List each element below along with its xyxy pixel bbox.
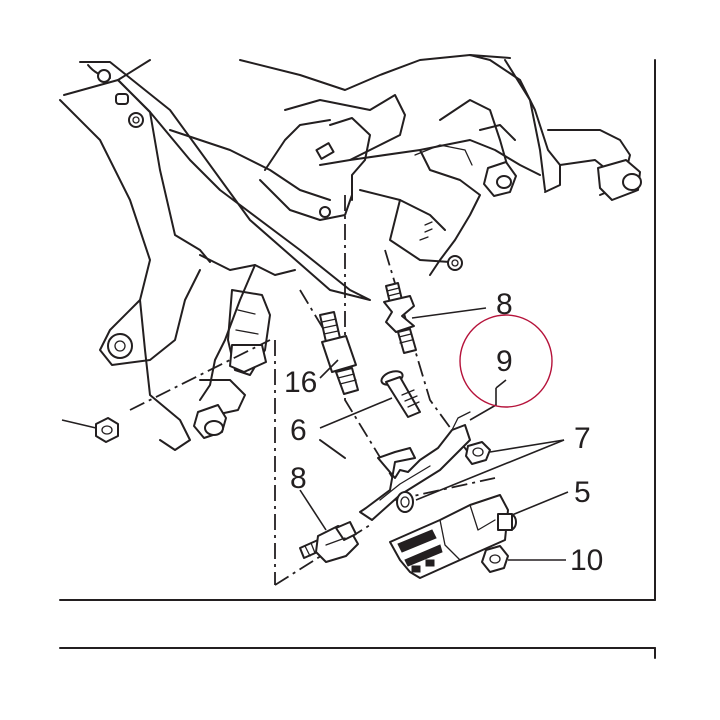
part-16-stud xyxy=(319,311,359,395)
callout-10: 10 xyxy=(570,544,603,577)
part-7-washer xyxy=(396,441,491,513)
upper-subframe xyxy=(239,54,642,276)
part-5-component xyxy=(389,494,517,579)
callout-16: 16 xyxy=(284,366,317,399)
leader-lines xyxy=(299,307,569,561)
part-8-upper-mount xyxy=(383,282,417,354)
chassis-frame xyxy=(59,59,371,459)
callout-8-upper: 8 xyxy=(496,288,513,321)
callout-numbers: 16 6 8 9 7 5 10 8 xyxy=(284,288,603,577)
part-6-bolt xyxy=(380,370,421,418)
part-9-bracket xyxy=(359,411,471,521)
callout-6: 6 xyxy=(290,414,307,447)
part-10-nut xyxy=(481,545,509,573)
callout-9: 9 xyxy=(496,345,513,378)
left-flange-nut xyxy=(61,417,119,443)
callout-7: 7 xyxy=(574,422,591,455)
callout-5: 5 xyxy=(574,476,591,509)
part-8-lower-mount xyxy=(299,521,359,563)
red-circle-highlight xyxy=(459,314,553,408)
callout-8-lower: 8 xyxy=(290,462,307,495)
